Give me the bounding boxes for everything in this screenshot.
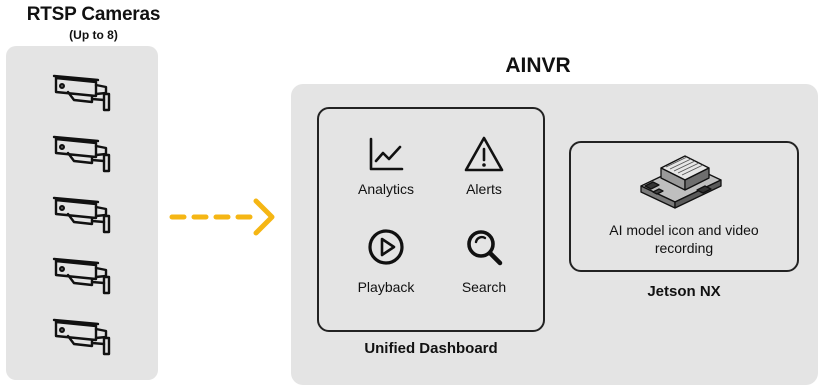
tile-label-analytics: Analytics <box>357 181 415 197</box>
security-camera-icon <box>52 257 111 295</box>
ainvr-title: AINVR <box>505 54 571 77</box>
warning-triangle-icon <box>464 136 504 172</box>
security-camera-icon <box>52 135 111 173</box>
tile-label-alerts: Alerts <box>466 181 502 197</box>
unified-dashboard-label: Unified Dashboard <box>364 340 498 357</box>
security-camera-icon <box>52 318 111 356</box>
search-icon <box>467 230 503 266</box>
ainvr-panel <box>291 84 818 385</box>
circuit-board-icon <box>640 155 722 209</box>
line-chart-icon <box>369 137 404 171</box>
jetson-box <box>569 141 799 272</box>
security-camera-icon <box>52 74 111 112</box>
play-circle-icon <box>368 229 404 265</box>
tile-label-playback: Playback <box>357 279 415 295</box>
cameras-panel <box>6 46 158 380</box>
cameras-subtitle: (Up to 8) <box>69 28 118 42</box>
jetson-label: Jetson NX <box>647 283 721 300</box>
security-camera-icon <box>52 196 111 234</box>
cameras-title: RTSP Cameras <box>26 4 161 25</box>
tile-label-search: Search <box>461 279 507 295</box>
jetson-description: AI model icon and video recording <box>609 222 759 256</box>
dashed-arrow-right-icon <box>169 198 275 236</box>
unified-dashboard-box: Analytics Alerts Playback Search <box>317 107 545 332</box>
